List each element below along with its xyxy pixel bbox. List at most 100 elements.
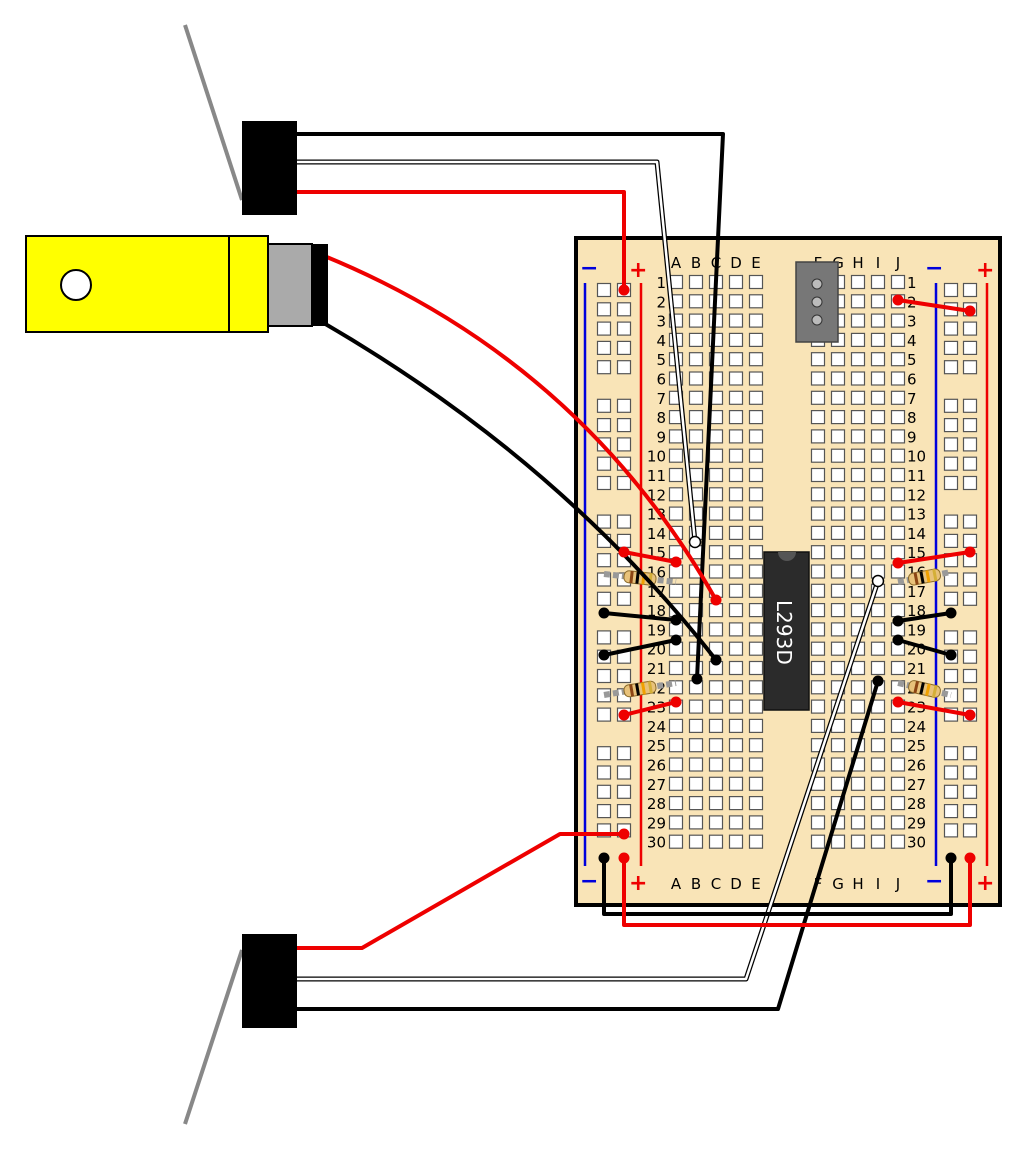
row-label-right: 14 (907, 525, 926, 543)
breadboard-hole (748, 602, 764, 618)
breadboard-hole (870, 467, 886, 483)
breadboard-hole (748, 352, 764, 367)
l293d-chip: L293D (763, 551, 810, 711)
breadboard-hole (688, 274, 704, 290)
row-label-right: 3 (907, 313, 917, 331)
bottom-motor-white-wire-core (295, 579, 880, 981)
chip-label: L293D (772, 600, 796, 665)
column-label-bottom: J (895, 875, 900, 893)
breadboard-hole (668, 660, 684, 676)
top-motor (183, 24, 297, 215)
wire-endpoint (945, 607, 957, 619)
row-label-left: 18 (647, 602, 666, 620)
breadboard-hole (708, 699, 724, 714)
breadboard-hole (748, 680, 764, 695)
breadboard-hole (830, 834, 846, 849)
column-label-bottom: C (711, 875, 721, 893)
breadboard-hole (810, 352, 826, 367)
wire-endpoints (598, 284, 976, 864)
breadboard-hole (688, 699, 704, 714)
breadboard-hole (850, 371, 866, 386)
row-label-right: 24 (907, 718, 926, 736)
rail-hole (616, 668, 632, 684)
breadboard-hole (688, 332, 704, 347)
breadboard-hole (708, 622, 724, 637)
breadboard-hole (668, 738, 684, 753)
left-top-plus-sign: + (629, 258, 647, 283)
breadboard-hole (728, 410, 744, 425)
row-label-left: 4 (656, 332, 666, 350)
breadboard-hole (728, 583, 744, 598)
rail-hole (596, 456, 612, 471)
rail-hole (962, 514, 978, 529)
breadboard-hole (810, 390, 826, 405)
breadboard-hole (708, 564, 724, 579)
breadboard-hole (728, 776, 744, 791)
row-label-left: 5 (656, 351, 666, 369)
resistors (603, 568, 952, 698)
breadboard-hole (708, 757, 724, 772)
rail-hole (616, 340, 632, 355)
rail-hole (596, 553, 612, 568)
breadboard-hole (688, 294, 704, 309)
breadboard-hole (870, 487, 886, 502)
rail-hole (596, 668, 612, 684)
breadboard-hole (850, 834, 866, 849)
voltage-regulator (795, 261, 839, 343)
row-label-left: 26 (647, 757, 666, 775)
breadboard-hole (870, 815, 886, 830)
row-label-left: 11 (647, 467, 666, 485)
regulator-pin-3 (811, 314, 823, 326)
top-motor-body (242, 121, 297, 215)
breadboard-hole (810, 699, 826, 714)
breadboard-hole (890, 583, 906, 598)
breadboard-hole (850, 506, 866, 521)
breadboard-hole (688, 834, 704, 849)
breadboard-hole (708, 680, 724, 695)
rail-hole (596, 360, 612, 375)
left-jumper-row15 (622, 550, 678, 564)
breadboard-hole (810, 506, 826, 521)
row-label-left: 6 (656, 371, 666, 389)
rail-hole (616, 302, 632, 317)
rail-hole (596, 321, 612, 336)
rail-hole (596, 784, 612, 799)
rail-hole (962, 823, 978, 838)
row-label-left: 8 (656, 409, 666, 427)
row-label-left: 30 (647, 834, 666, 852)
row-label-right: 21 (907, 660, 926, 678)
bottom-motor-body (242, 934, 297, 1028)
breadboard-hole (810, 371, 826, 386)
column-label-bottom: A (671, 875, 682, 893)
breadboard-hole (668, 429, 684, 444)
breadboard-hole (748, 718, 764, 734)
power-jack-red-wire (320, 253, 718, 602)
breadboard-hole (810, 545, 826, 560)
column-label-bottom: D (730, 875, 742, 893)
breadboard-hole (870, 776, 886, 791)
breadboard-hole (728, 506, 744, 521)
breadboard-hole (708, 487, 724, 502)
wires (294, 132, 972, 1011)
breadboard-hole (748, 583, 764, 598)
rail-hole (596, 630, 612, 645)
rail-hole (962, 649, 978, 664)
rail-hole (943, 398, 959, 413)
breadboard-hole (668, 506, 684, 521)
rail-hole (962, 630, 978, 645)
rail-hole (962, 360, 978, 375)
row-label-right: 6 (907, 371, 917, 389)
breadboard-hole (728, 602, 744, 618)
breadboard-hole (728, 738, 744, 753)
row-label-right: 25 (907, 737, 926, 755)
rail-hole (596, 340, 612, 355)
breadboard-hole (890, 776, 906, 791)
breadboard-hole (748, 448, 764, 463)
left-jumper-row22 (622, 700, 678, 717)
wire-endpoint (618, 284, 630, 296)
breadboard-hole (830, 660, 846, 676)
left-top-minus-sign: − (580, 256, 598, 281)
breadboard-hole (728, 274, 744, 290)
rail-hole (596, 707, 612, 722)
